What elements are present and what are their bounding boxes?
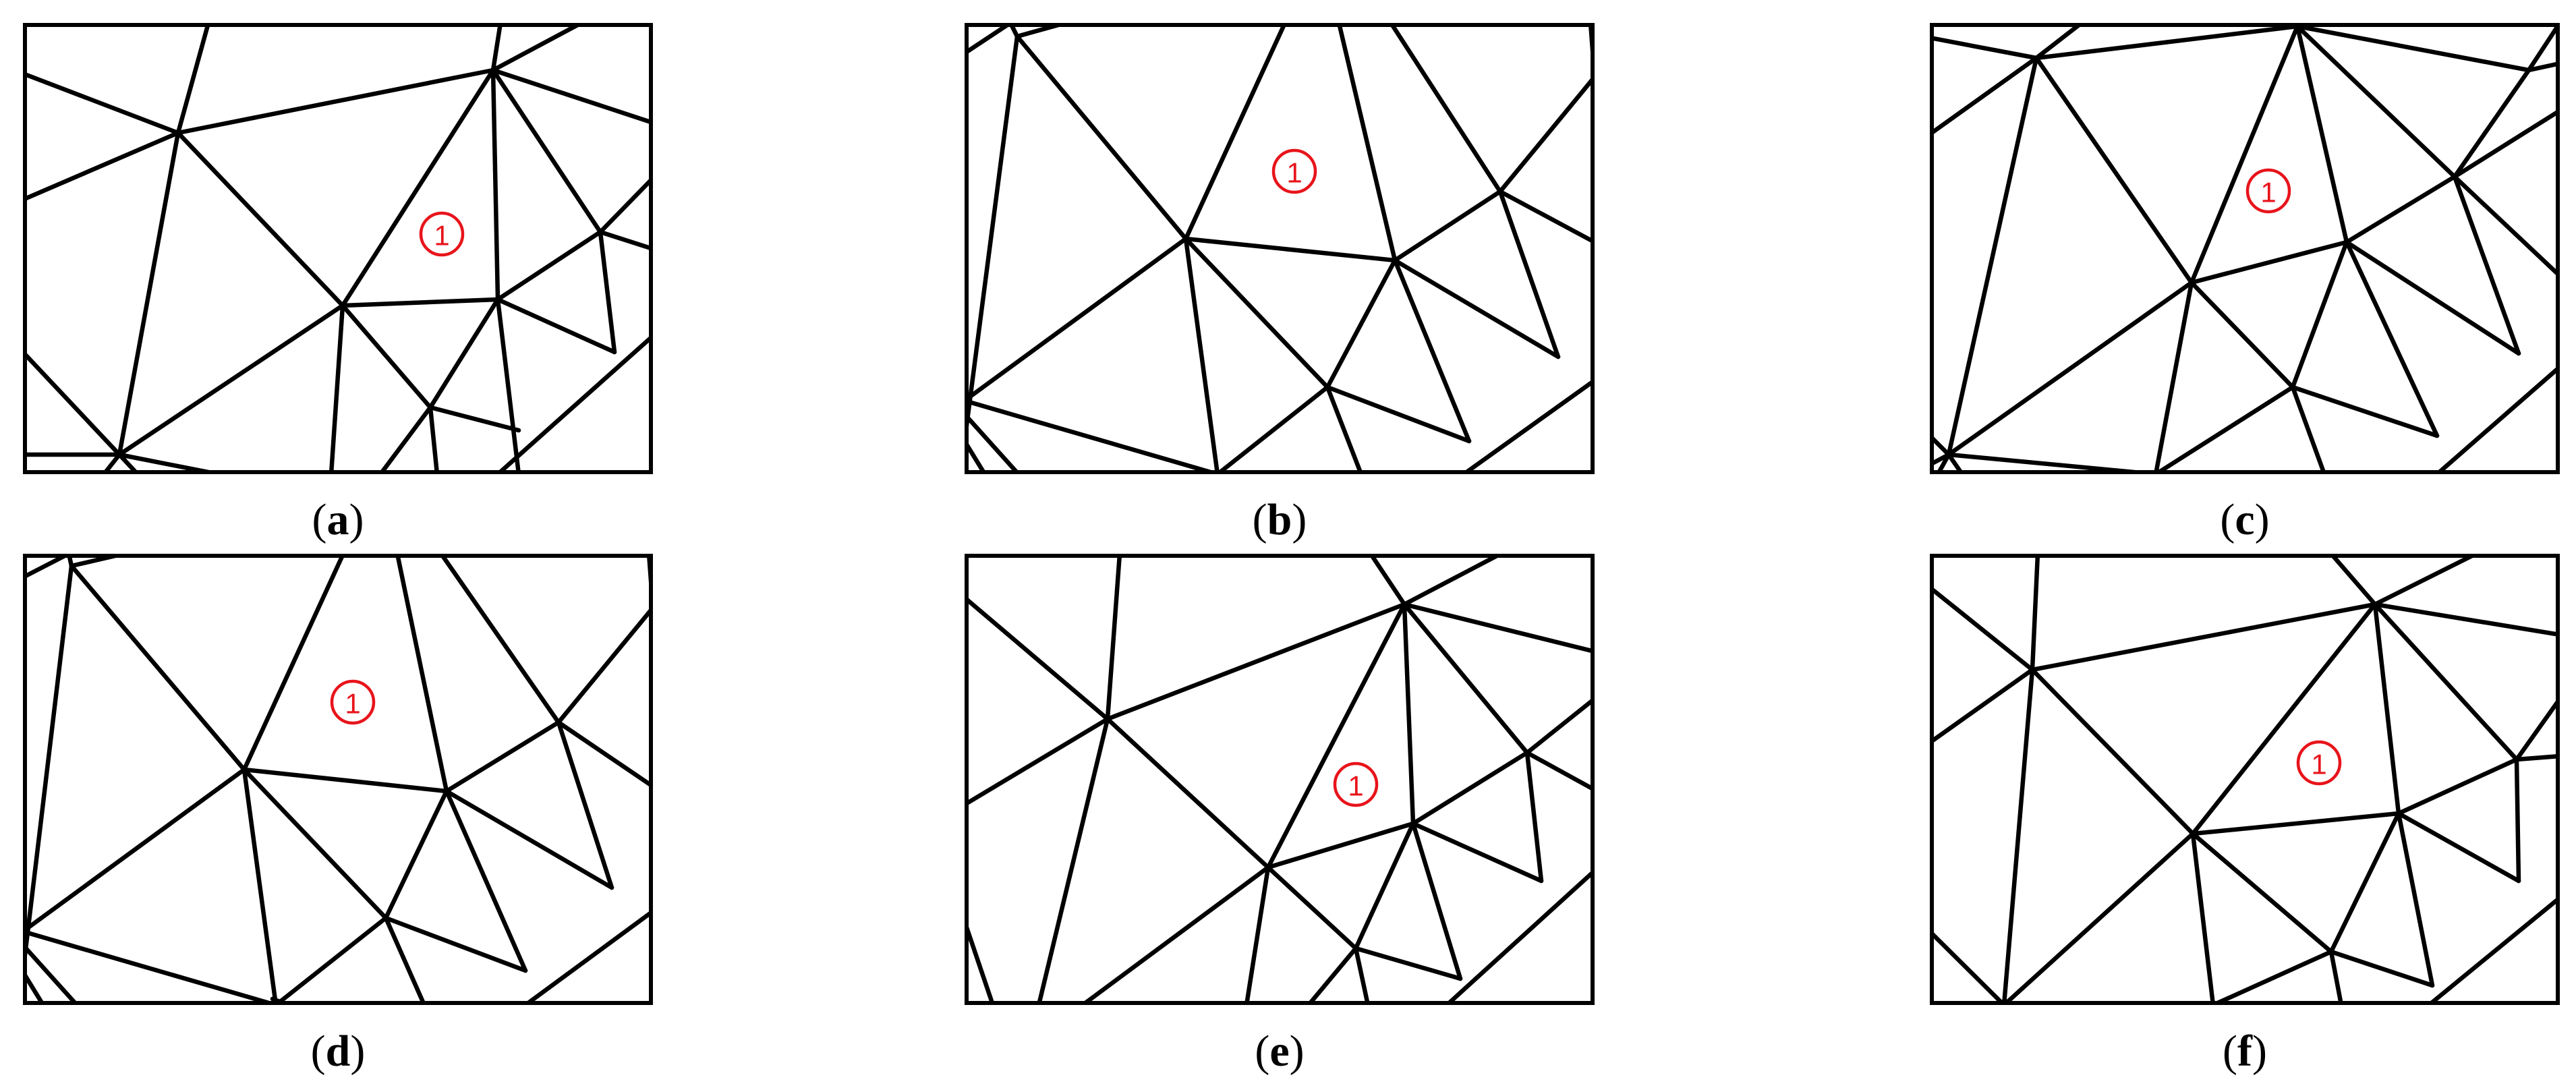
region-marker: 1	[2245, 168, 2291, 214]
region-marker: 1	[2296, 740, 2342, 786]
mesh-diagram-d: 1	[23, 554, 653, 1005]
circle-icon	[1271, 148, 1317, 194]
region-marker: 1	[1271, 148, 1317, 194]
region-label: 1	[2260, 177, 2276, 208]
caption-c: (c)	[2220, 495, 2270, 544]
region-marker: 1	[1333, 761, 1379, 807]
region-marker: 1	[419, 211, 465, 257]
mesh-edges	[23, 23, 653, 474]
caption-letter: a	[326, 495, 349, 544]
caption-letter: e	[1269, 1027, 1290, 1076]
panel-e: 1	[965, 554, 1595, 1005]
mesh-edges	[1930, 23, 2560, 474]
frame	[1930, 23, 2560, 474]
caption-e: (e)	[1255, 1027, 1305, 1076]
circle-icon	[419, 211, 465, 257]
panel-d: 1	[23, 554, 653, 1005]
region-label: 1	[434, 220, 449, 252]
panel-f: 1	[1930, 554, 2560, 1005]
caption-f: (f)	[2223, 1027, 2267, 1076]
panel-b: 1	[965, 23, 1595, 474]
mesh-edges	[965, 23, 1595, 474]
mesh-edges	[965, 554, 1595, 1005]
region-marker: 1	[330, 679, 376, 725]
region-label: 1	[1348, 770, 1363, 802]
mesh-diagram-c: 1	[1930, 23, 2560, 474]
caption-letter: d	[325, 1027, 351, 1076]
circle-icon	[2296, 740, 2342, 786]
panel-a: 1	[23, 23, 653, 474]
frame	[965, 554, 1595, 1005]
panel-c: 1	[1930, 23, 2560, 474]
mesh-edges	[1930, 554, 2560, 1005]
caption-a: (a)	[312, 495, 364, 544]
caption-b: (b)	[1252, 495, 1307, 544]
region-label: 1	[2311, 749, 2326, 780]
circle-icon	[2245, 168, 2291, 214]
region-label: 1	[345, 688, 360, 720]
caption-letter: c	[2235, 495, 2255, 544]
region-label: 1	[1286, 157, 1302, 189]
circle-icon	[330, 679, 376, 725]
mesh-diagram-b: 1	[965, 23, 1595, 474]
mesh-diagram-a: 1	[23, 23, 653, 474]
mesh-diagram-e: 1	[965, 554, 1595, 1005]
mesh-diagram-f: 1	[1930, 554, 2560, 1005]
caption-d: (d)	[310, 1027, 366, 1076]
circle-icon	[1333, 761, 1379, 807]
mesh-edges	[23, 554, 653, 1005]
caption-letter: f	[2237, 1027, 2252, 1076]
frame	[1930, 554, 2560, 1005]
caption-letter: b	[1267, 495, 1292, 544]
